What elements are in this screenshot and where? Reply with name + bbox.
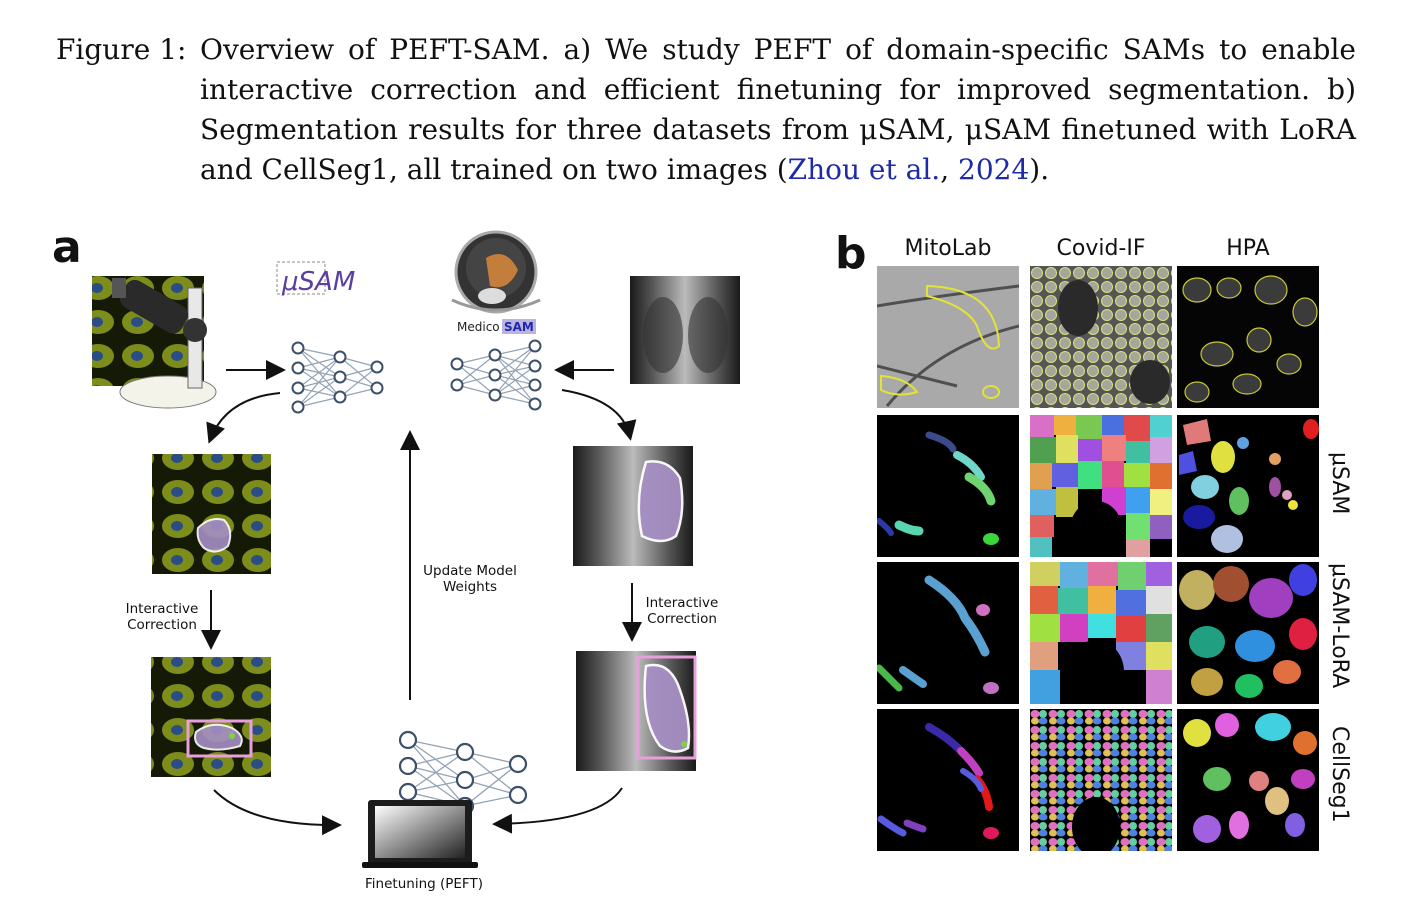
caption-body: Overview of PEFT-SAM. a) We study PEFT o…	[200, 33, 1356, 186]
row-header-usam-lora: μSAM-LoRA	[1327, 563, 1352, 689]
finetuning-label: Finetuning (PEFT)	[365, 876, 483, 892]
citation-year-link[interactable]: 2024	[958, 153, 1030, 186]
tile-hpa-cellseg1	[1177, 709, 1319, 851]
correction-left-line2: Correction	[127, 617, 197, 633]
figure-label: Figure 1:	[56, 33, 187, 66]
tile-hpa-lora	[1177, 562, 1319, 704]
tile-mitolab-cellseg1	[877, 709, 1019, 851]
correction-right-line1: Interactive	[645, 595, 719, 611]
svg-text:Medico: Medico	[457, 320, 500, 334]
tile-covid-lora	[1030, 562, 1172, 704]
update-label-line2: Weights	[442, 579, 498, 595]
medicosam-logo: Medico SAM	[451, 230, 541, 334]
tile-hpa-usam	[1177, 415, 1319, 557]
panel-a-diagram: μSAM Medico SAM	[92, 230, 740, 868]
citation-sep: ,	[940, 153, 958, 186]
column-header-covid-if: Covid-IF	[1056, 236, 1146, 261]
panel-a-letter: a	[52, 222, 82, 273]
correction-right-line2: Correction	[647, 611, 717, 627]
correction-left-line1: Interactive	[125, 601, 199, 617]
row-header-cellseg1: CellSeg1	[1327, 726, 1352, 823]
interactive-correction-left: Interactive Correction	[112, 601, 212, 633]
tile-mitolab-usam	[877, 415, 1019, 557]
arrows	[201, 360, 642, 836]
microscope-icon	[112, 278, 217, 409]
tile-hpa-raw	[1177, 266, 1319, 408]
figure-caption: Figure 1: Overview of PEFT-SAM. a) We st…	[56, 30, 1356, 190]
update-label-line1: Update Model	[423, 563, 517, 579]
caption-end: ).	[1029, 153, 1050, 186]
microscopy-mask-image	[152, 454, 271, 574]
row-header-usam: μSAM	[1327, 452, 1352, 515]
interactive-correction-right: Interactive Correction	[634, 595, 730, 627]
xray-mask-image	[573, 446, 693, 566]
network-usam	[291, 341, 384, 414]
xray-input-image	[630, 276, 740, 384]
column-header-mitolab: MitoLab	[904, 236, 992, 261]
panel-b-letter: b	[835, 228, 867, 279]
microscopy-corrected-image	[151, 657, 271, 777]
xray-corrected-image	[576, 651, 697, 771]
caption-text: Overview of PEFT-SAM. a) We study PEFT o…	[200, 30, 1356, 190]
citation-author-link[interactable]: Zhou et al.	[787, 153, 941, 186]
tile-covid-usam	[1030, 415, 1172, 557]
tile-covid-cellseg1	[1030, 709, 1172, 851]
update-weights-label: Update Model Weights	[412, 563, 528, 595]
network-medicosam	[450, 339, 542, 411]
tile-covid-raw	[1030, 266, 1172, 408]
column-header-hpa: HPA	[1226, 236, 1270, 261]
network-finetune	[398, 730, 528, 816]
svg-text:μSAM: μSAM	[281, 267, 355, 297]
laptop-icon	[362, 800, 478, 868]
usam-logo: μSAM	[276, 261, 355, 297]
svg-text:SAM: SAM	[504, 320, 534, 334]
tile-mitolab-raw	[877, 266, 1019, 408]
tile-mitolab-lora	[877, 562, 1019, 704]
